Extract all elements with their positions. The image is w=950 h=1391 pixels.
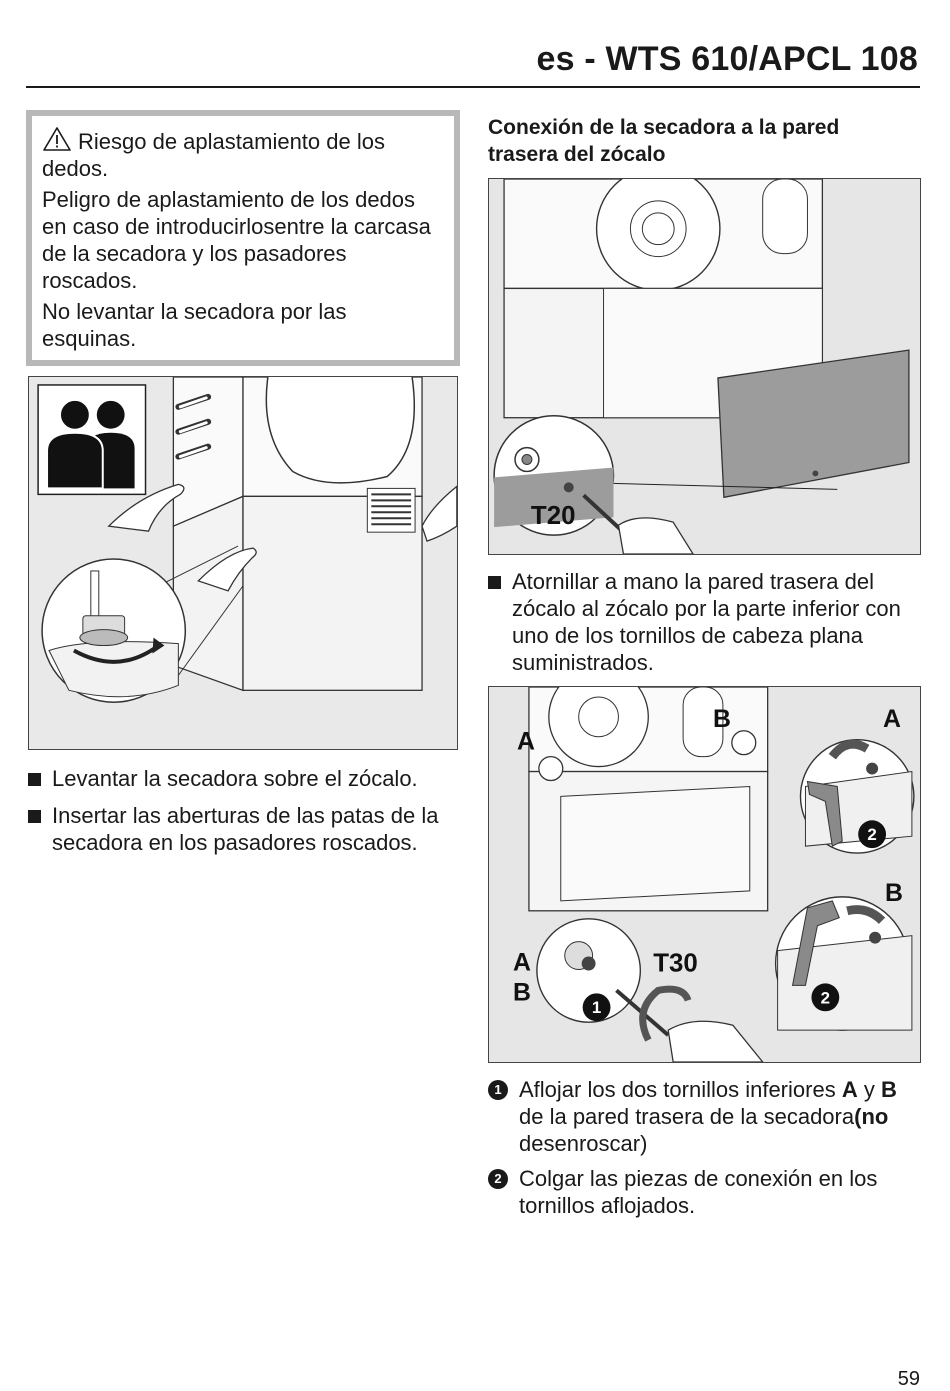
illustration-connection: A B 2 A 2 B 1 A B T30 — [489, 687, 920, 1062]
bullet-square-icon — [28, 773, 41, 786]
label-a-small: A — [513, 948, 531, 976]
illustration-lift-dryer — [29, 377, 457, 749]
warning-title: Riesgo de aplastamiento de los dedos. — [42, 129, 385, 181]
figure-rear-panel-screw: T20 — [488, 178, 921, 555]
page-header-title: es - WTS 610/APCL 108 — [536, 40, 918, 78]
left-step-item: Insertar las aberturas de las patas de l… — [28, 802, 453, 856]
warning-triangle-icon — [43, 127, 71, 151]
step-number-badge: 1 — [488, 1080, 508, 1100]
label-b-zoom: B — [885, 879, 903, 907]
bullet-square-icon — [488, 576, 501, 589]
tool-label-t20: T20 — [531, 502, 576, 530]
warning-body: Peligro de aplastamiento de los dedos en… — [42, 187, 431, 293]
tool-label-t30: T30 — [653, 949, 698, 977]
left-step-item: Levantar la secadora sobre el zócalo. — [28, 765, 453, 792]
illustration-rear-panel: T20 — [489, 179, 920, 554]
page-number: 59 — [897, 1368, 920, 1390]
warning-note: No levantar la secadora por las esquinas… — [42, 299, 347, 351]
right-step-item: Atornillar a mano la pared trasera del z… — [488, 568, 918, 676]
warning-box: Riesgo de aplastamiento de los dedos. Pe… — [26, 110, 460, 366]
label-two-b: 2 — [821, 988, 830, 1007]
label-two-a: 2 — [867, 825, 876, 844]
figure-lift-dryer — [28, 376, 458, 750]
left-instruction-list: Levantar la secadora sobre el zócalo. In… — [28, 765, 453, 866]
section-heading: Conexión de la secadora a la pared trase… — [488, 116, 840, 166]
header-rule — [26, 86, 920, 88]
step-number-badge: 2 — [488, 1169, 508, 1189]
label-one: 1 — [592, 998, 601, 1017]
label-b: B — [713, 705, 731, 733]
label-a: A — [517, 728, 535, 756]
label-a-zoom: A — [883, 705, 901, 733]
label-b-small: B — [513, 978, 531, 1006]
figure-connection-pieces: A B 2 A 2 B 1 A B T30 — [488, 686, 921, 1063]
bullet-square-icon — [28, 810, 41, 823]
right-instruction-list: Atornillar a mano la pared trasera del z… — [488, 568, 918, 686]
warning-title-line: Riesgo de aplastamiento de los dedos. — [42, 126, 444, 182]
